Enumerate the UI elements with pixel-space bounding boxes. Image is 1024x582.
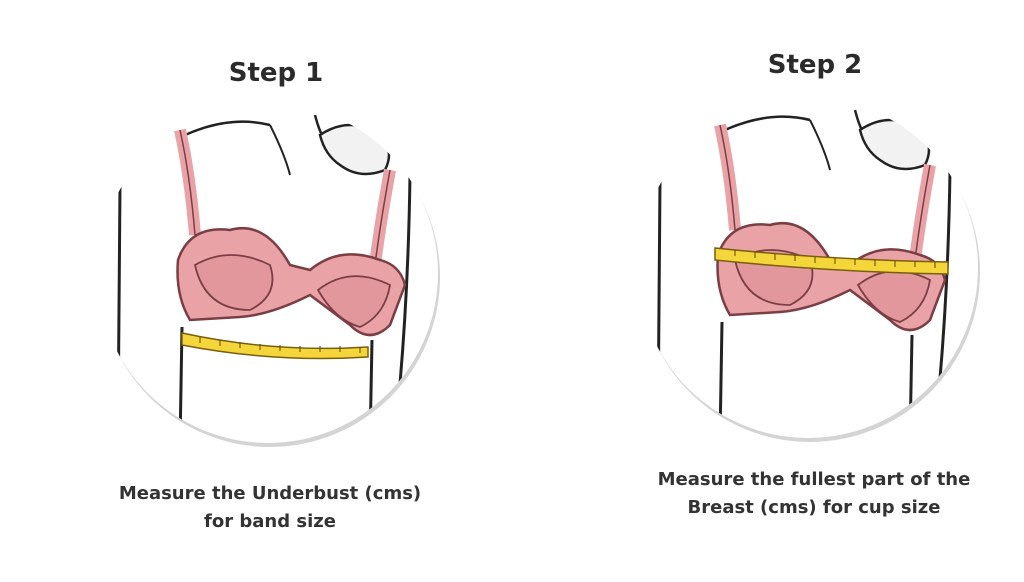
measuring-tape: [181, 332, 369, 360]
step-2-caption-line-2: Breast (cms) for cup size: [687, 497, 941, 518]
step-2-title: Step 2: [767, 50, 863, 80]
step-2-caption: Measure the fullest part of the Breast (…: [614, 466, 1014, 522]
step-1-caption-line-1: Measure the Underbust (cms): [118, 483, 422, 504]
step-1-caption-line-2: for band size: [204, 511, 336, 532]
measuring-tape: [714, 247, 949, 275]
step-1-caption: Measure the Underbust (cms) for band siz…: [70, 480, 470, 536]
step-1-title: Step 1: [228, 58, 324, 88]
step-2-caption-line-1: Measure the fullest part of the: [657, 469, 971, 490]
step-2-illustration: [638, 98, 980, 442]
step-1-illustration: [98, 103, 440, 447]
